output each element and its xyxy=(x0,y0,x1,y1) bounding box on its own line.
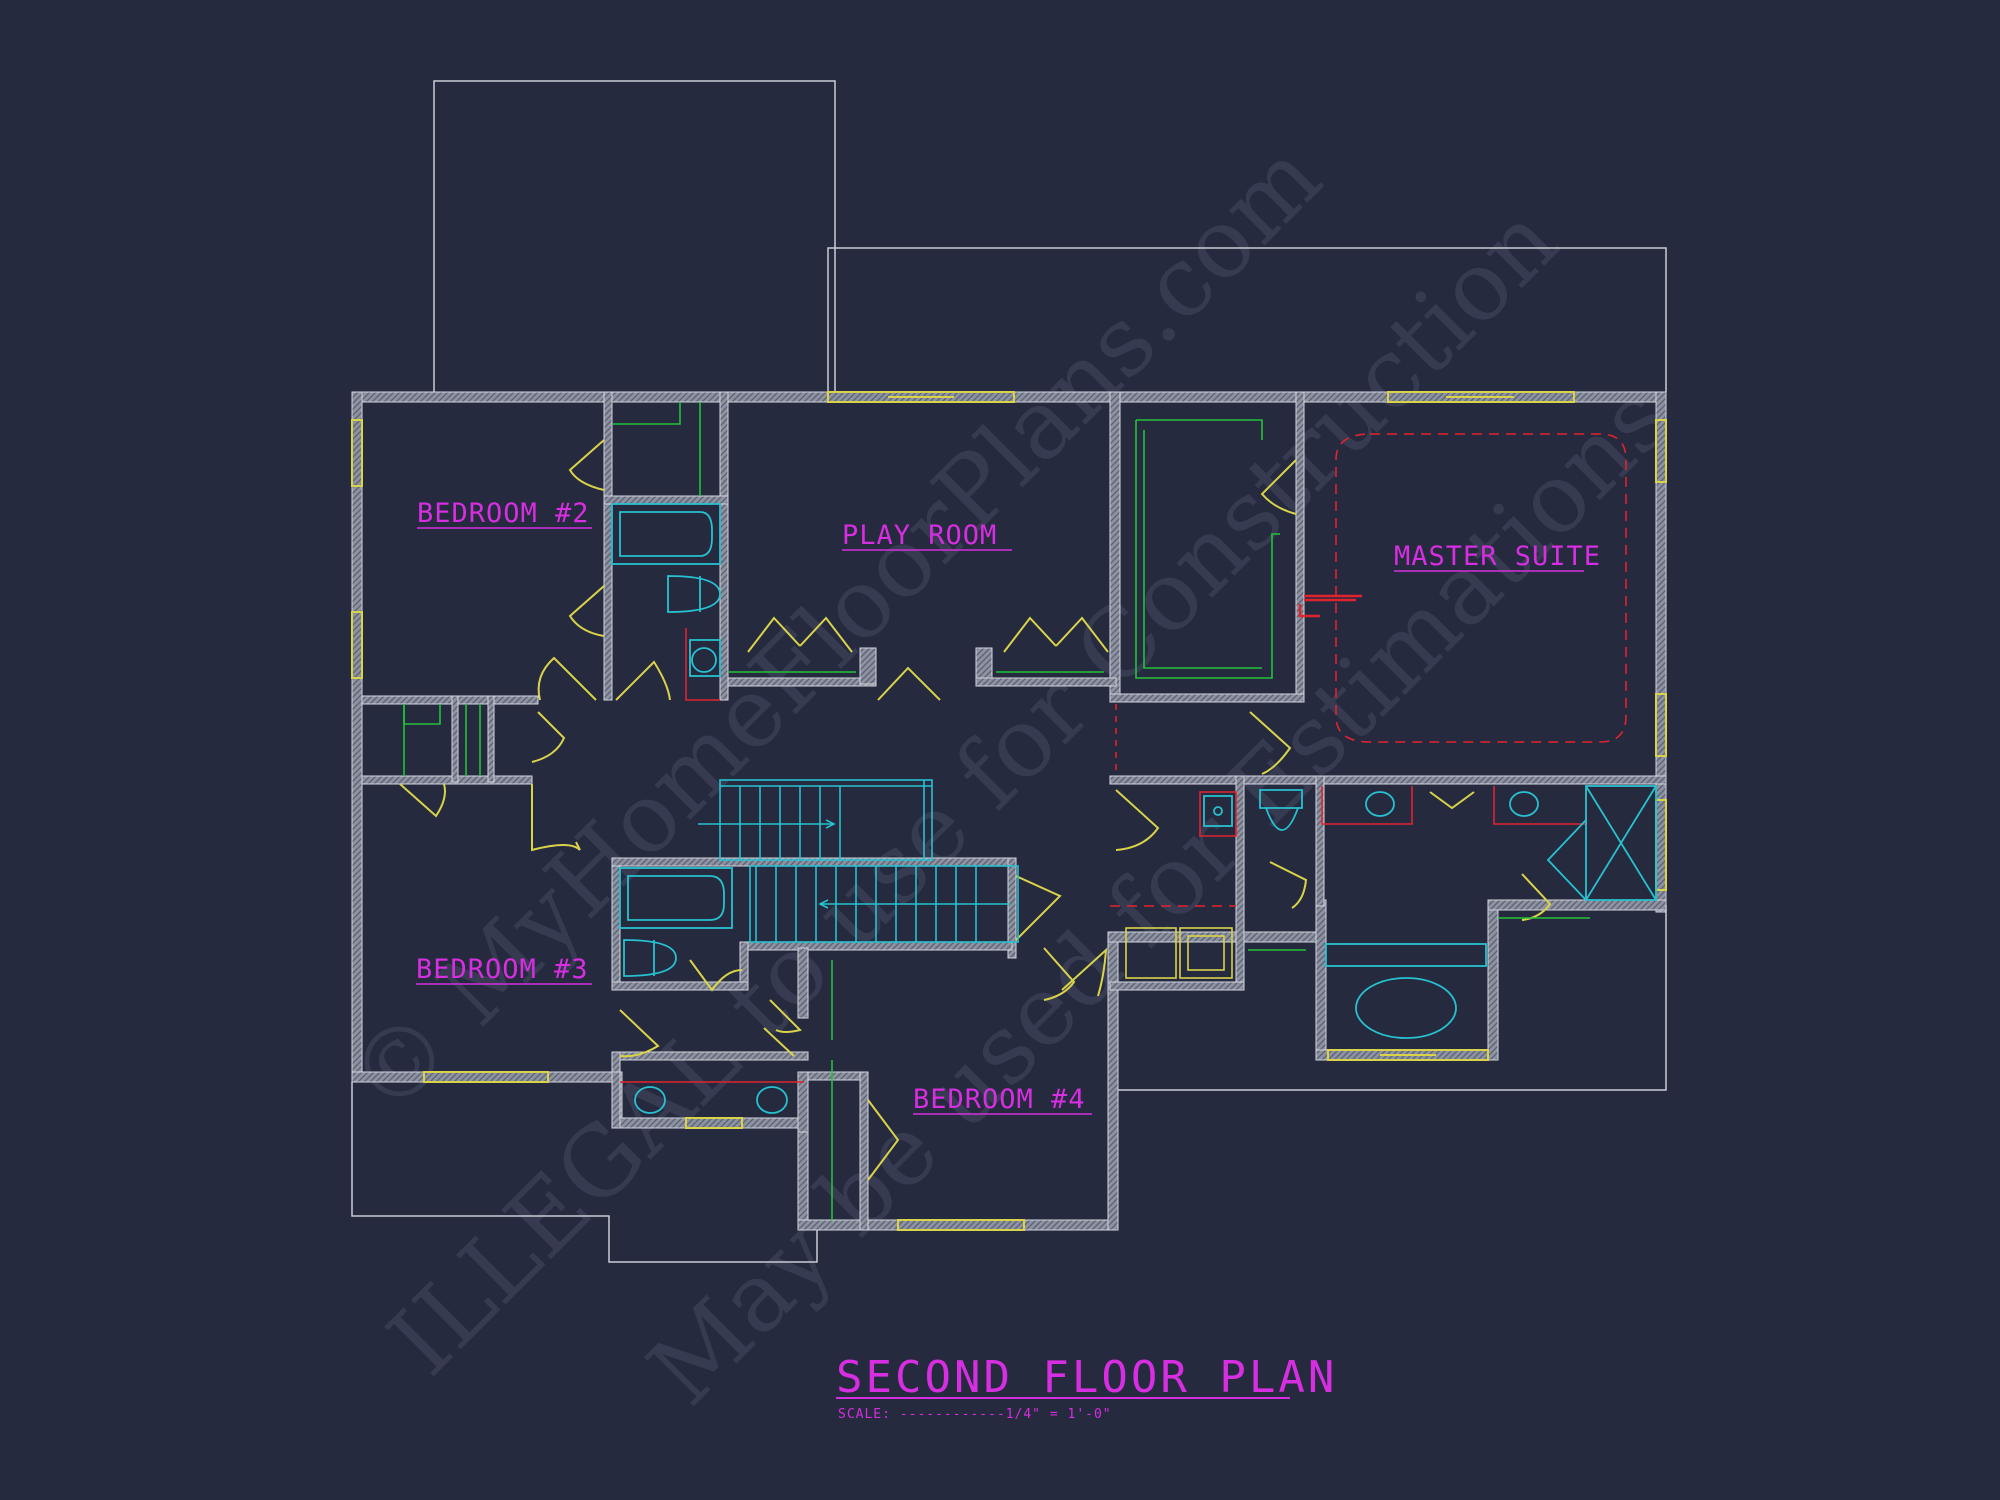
door xyxy=(867,1099,900,1181)
door xyxy=(747,616,801,653)
roof-outline-north-left xyxy=(433,80,836,392)
roof-outline-southwest xyxy=(351,1082,818,1263)
sink xyxy=(689,639,721,677)
window xyxy=(1387,391,1575,403)
roof-outline-southeast xyxy=(1113,905,1667,1091)
watermark-line-2: ILLEGAL to use for Construction xyxy=(367,184,1579,1396)
toilet xyxy=(1259,789,1303,831)
door xyxy=(769,999,802,1033)
sink xyxy=(1509,791,1539,817)
window xyxy=(827,391,1015,403)
watermark-line-3: May be used for Estimations xyxy=(627,362,1692,1427)
washer xyxy=(1125,927,1177,979)
door xyxy=(1003,616,1057,653)
wall-west xyxy=(351,391,363,1083)
wall-east xyxy=(1655,391,1667,913)
door xyxy=(1429,791,1475,810)
room-labels: BEDROOM #2 PLAY ROOM MASTER SUITE BEDROO… xyxy=(416,498,1601,1115)
window xyxy=(1327,1049,1489,1061)
drawing-scale: SCALE: ------------1/4" = 1'-0" xyxy=(838,1407,1112,1422)
bathtub xyxy=(619,867,733,929)
door xyxy=(1260,459,1297,515)
toilet xyxy=(667,575,721,613)
sink xyxy=(756,1086,788,1114)
door xyxy=(399,783,446,818)
door xyxy=(1249,711,1292,775)
stair-upper xyxy=(719,779,933,861)
soaking-tub xyxy=(1355,977,1457,1039)
ceiling-outline xyxy=(1335,433,1627,743)
window xyxy=(897,1219,1025,1231)
door xyxy=(1115,789,1160,851)
roof-outlines xyxy=(351,80,1667,1263)
sink xyxy=(1203,795,1233,827)
door xyxy=(763,1027,795,1057)
fixtures xyxy=(611,503,1657,1114)
room-label-bedroom-4: BEDROOM #4 xyxy=(913,1084,1086,1115)
stairs xyxy=(698,779,1019,943)
toilet xyxy=(623,939,677,977)
window xyxy=(351,611,363,679)
door xyxy=(1521,873,1552,921)
drawing-title: SECOND FLOOR PLAN xyxy=(836,1352,1337,1403)
door xyxy=(568,585,605,637)
door xyxy=(531,784,581,852)
room-label-master-suite: MASTER SUITE xyxy=(1394,541,1601,572)
door xyxy=(1269,861,1308,909)
windows xyxy=(351,391,1667,1231)
window xyxy=(1655,419,1667,483)
dashed-lines xyxy=(620,433,1627,1083)
room-label-bedroom-3: BEDROOM #3 xyxy=(416,954,589,985)
sink xyxy=(634,1086,666,1114)
laundry xyxy=(1125,927,1233,979)
door xyxy=(619,1009,660,1058)
door xyxy=(531,711,566,763)
window xyxy=(1655,693,1667,757)
room-label-play-room: PLAY ROOM xyxy=(842,520,997,551)
door xyxy=(1043,947,1076,1001)
sink xyxy=(1365,791,1395,817)
door xyxy=(1061,947,1108,997)
door xyxy=(615,660,671,701)
door xyxy=(537,656,597,701)
window xyxy=(685,1117,743,1129)
shower xyxy=(1585,785,1657,901)
room-label-bedroom-2: BEDROOM #2 xyxy=(417,498,590,529)
bathtub xyxy=(611,503,721,565)
window xyxy=(423,1071,549,1083)
door xyxy=(689,959,743,992)
dryer xyxy=(1179,927,1233,979)
closet-shelving xyxy=(403,402,1590,1220)
window xyxy=(351,419,363,487)
door xyxy=(877,666,941,701)
door xyxy=(568,439,605,491)
doors xyxy=(399,439,1552,1181)
title-block: SECOND FLOOR PLAN SCALE: ------------1/4… xyxy=(836,1352,1337,1422)
stair-lower xyxy=(749,865,1019,943)
roof-outline-north-right xyxy=(827,247,1667,392)
door xyxy=(1055,616,1109,653)
door xyxy=(1015,875,1062,941)
door xyxy=(799,616,853,653)
tub-deck xyxy=(1325,943,1487,967)
